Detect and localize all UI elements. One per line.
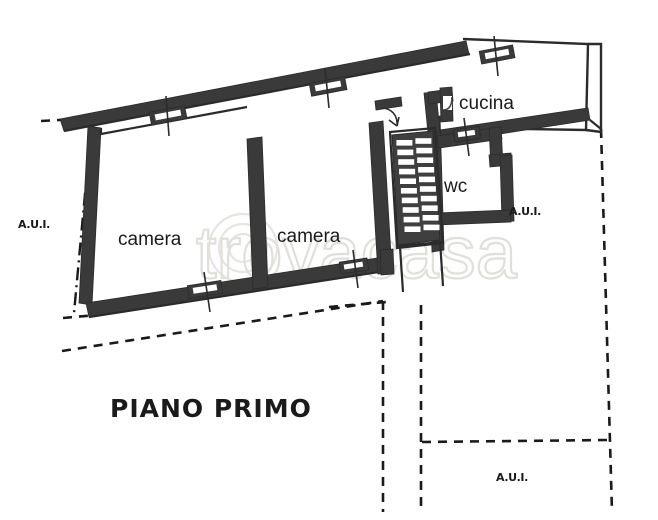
aui-annotations: A.U.I. A.U.I. A.U.I.: [18, 205, 541, 484]
window-top-left: [148, 95, 188, 137]
aui-label-left: A.U.I.: [18, 218, 50, 231]
stair-steps: [396, 138, 440, 232]
room-label-camera-left: camera: [118, 229, 182, 250]
door-corridor-entry: [374, 96, 403, 127]
window-top-right: [478, 35, 516, 77]
page-title: PIANO PRIMO: [110, 394, 312, 423]
property-boundary-lines: [40, 116, 614, 513]
aui-label-right: A.U.I.: [509, 205, 541, 218]
room-label-camera-right: camera: [277, 226, 341, 247]
staircase: [388, 126, 445, 293]
perimeter-walls: [59, 40, 602, 319]
door-wc-entry: [452, 117, 482, 157]
room-label-cucina: cucina: [459, 93, 514, 114]
window-bottom-right: [338, 249, 370, 289]
room-labels: camera camera cucina wc: [118, 93, 514, 250]
door-cucina-entry: [442, 96, 453, 111]
openings: [148, 35, 516, 313]
window-bottom-left: [186, 271, 224, 313]
room-label-wc: wc: [443, 176, 467, 197]
window-top-middle: [308, 67, 348, 109]
aui-label-bottom: A.U.I.: [496, 471, 528, 484]
